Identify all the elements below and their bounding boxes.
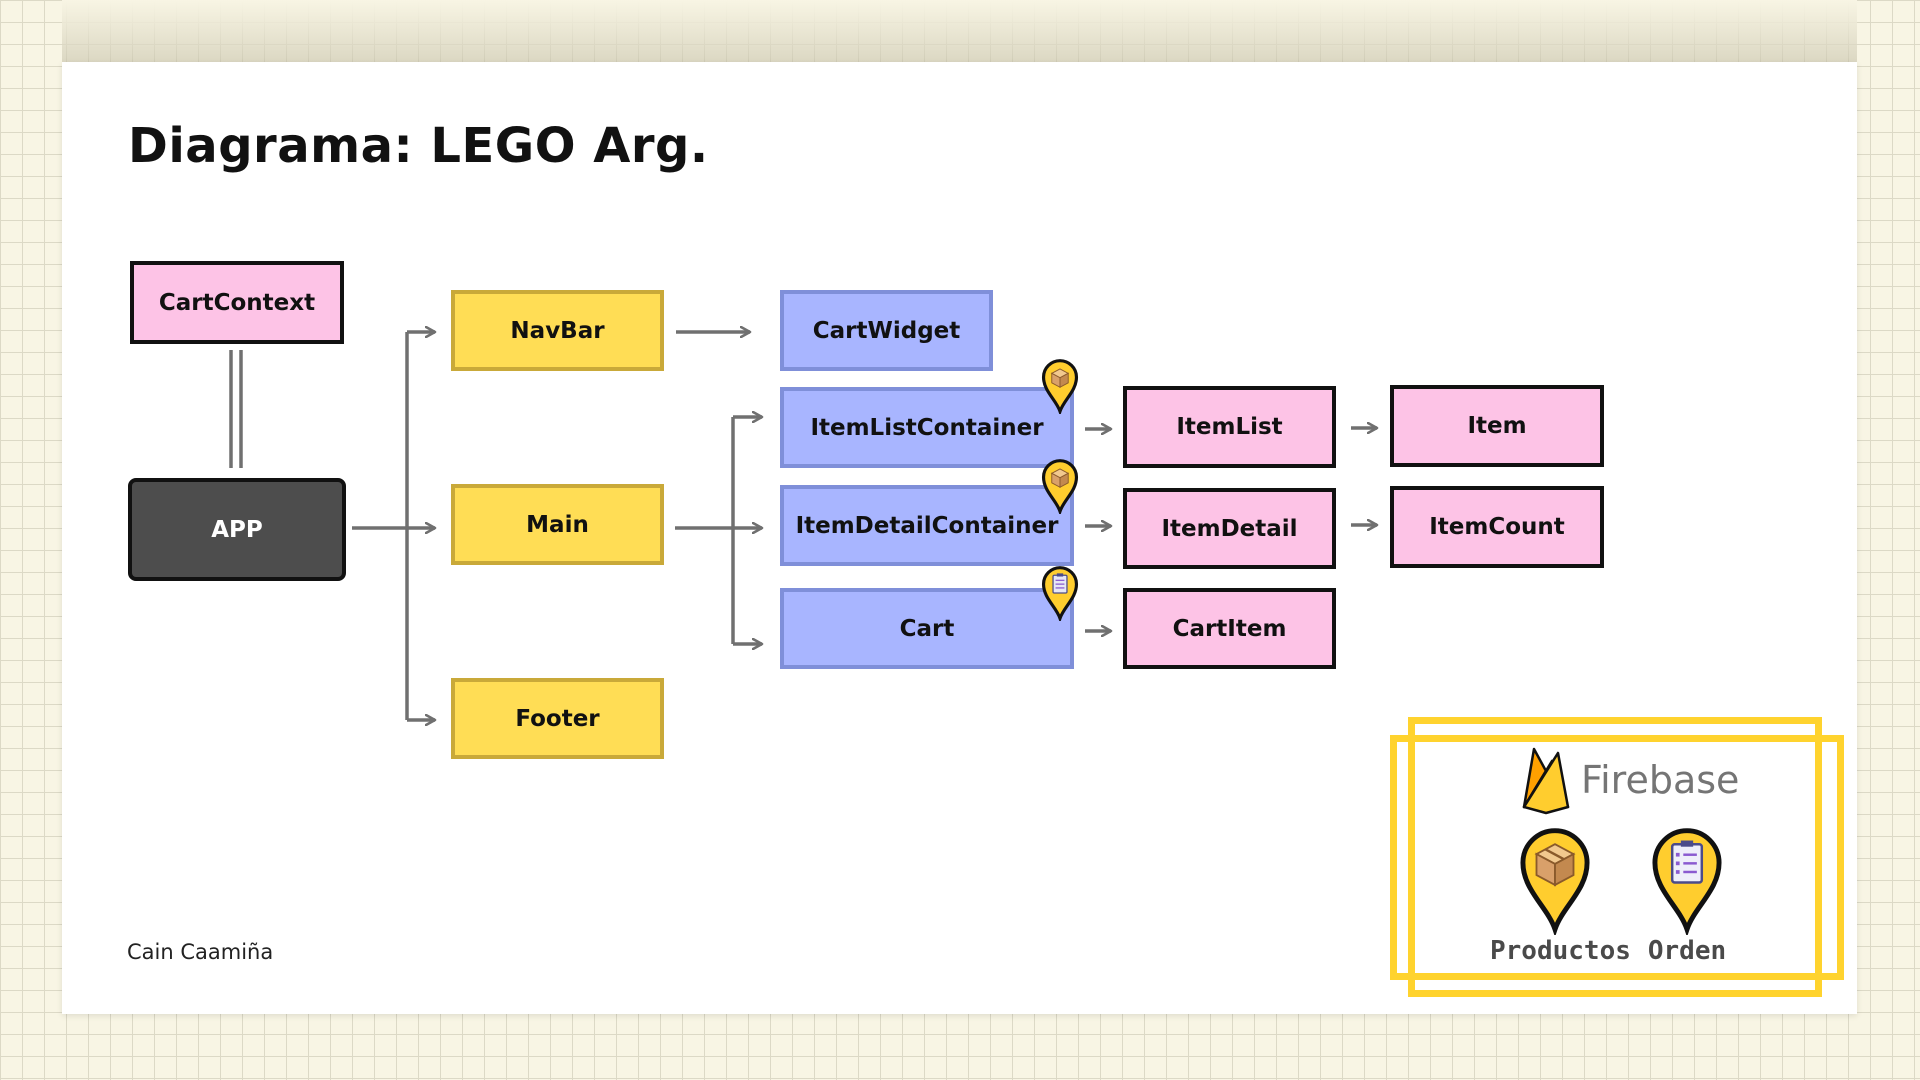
node-cartitem-label: CartItem	[1172, 615, 1287, 642]
node-itemlistcontainer: ItemListContainer	[780, 387, 1074, 468]
node-cartcontext: CartContext	[130, 261, 344, 344]
node-app-label: APP	[211, 516, 263, 543]
node-cartwidget-label: CartWidget	[812, 317, 961, 344]
firebase-collection-productos: Productos	[1490, 936, 1631, 966]
package-pin-icon	[1041, 359, 1079, 414]
page-top-shadow	[62, 0, 1857, 70]
clipboard-icon	[1652, 828, 1722, 935]
diagram-title: Diagrama: LEGO Arg.	[128, 118, 709, 174]
node-cartwidget: CartWidget	[780, 290, 993, 371]
node-itemdetailcontainer: ItemDetailContainer	[780, 485, 1074, 566]
node-itemdetail-label: ItemDetail	[1161, 515, 1298, 542]
node-itemlist-label: ItemList	[1176, 414, 1283, 440]
node-navbar: NavBar	[451, 290, 664, 371]
firebase-logo-icon	[1522, 747, 1570, 815]
node-navbar-label: NavBar	[510, 317, 605, 344]
firebase-collection-orden: Orden	[1647, 936, 1727, 966]
node-itemlist: ItemList	[1123, 386, 1336, 468]
node-item: Item	[1390, 385, 1604, 467]
firebase-name: Firebase	[1581, 758, 1740, 802]
clipboard-pin-icon	[1041, 566, 1079, 621]
firebase-frame-outer	[1390, 735, 1844, 980]
node-item-label: Item	[1467, 413, 1527, 439]
node-footer-label: Footer	[515, 705, 600, 732]
node-cartitem: CartItem	[1123, 588, 1336, 669]
node-cart: Cart	[780, 588, 1074, 669]
node-itemcount: ItemCount	[1390, 486, 1604, 568]
node-itemdetailcontainer-label: ItemDetailContainer	[795, 512, 1059, 539]
package-icon	[1520, 828, 1590, 935]
firebase-frame-inner	[1408, 717, 1822, 997]
node-cartcontext-label: CartContext	[158, 289, 316, 316]
node-main-label: Main	[526, 511, 589, 538]
node-cart-label: Cart	[899, 615, 955, 642]
node-itemdetail: ItemDetail	[1123, 488, 1336, 569]
node-itemlistcontainer-label: ItemListContainer	[810, 414, 1044, 441]
package-pin-icon	[1041, 459, 1079, 514]
node-app: APP	[128, 478, 346, 581]
author-name: Cain Caamiña	[127, 940, 274, 964]
node-footer: Footer	[451, 678, 664, 759]
node-itemcount-label: ItemCount	[1429, 514, 1565, 540]
node-main: Main	[451, 484, 664, 565]
